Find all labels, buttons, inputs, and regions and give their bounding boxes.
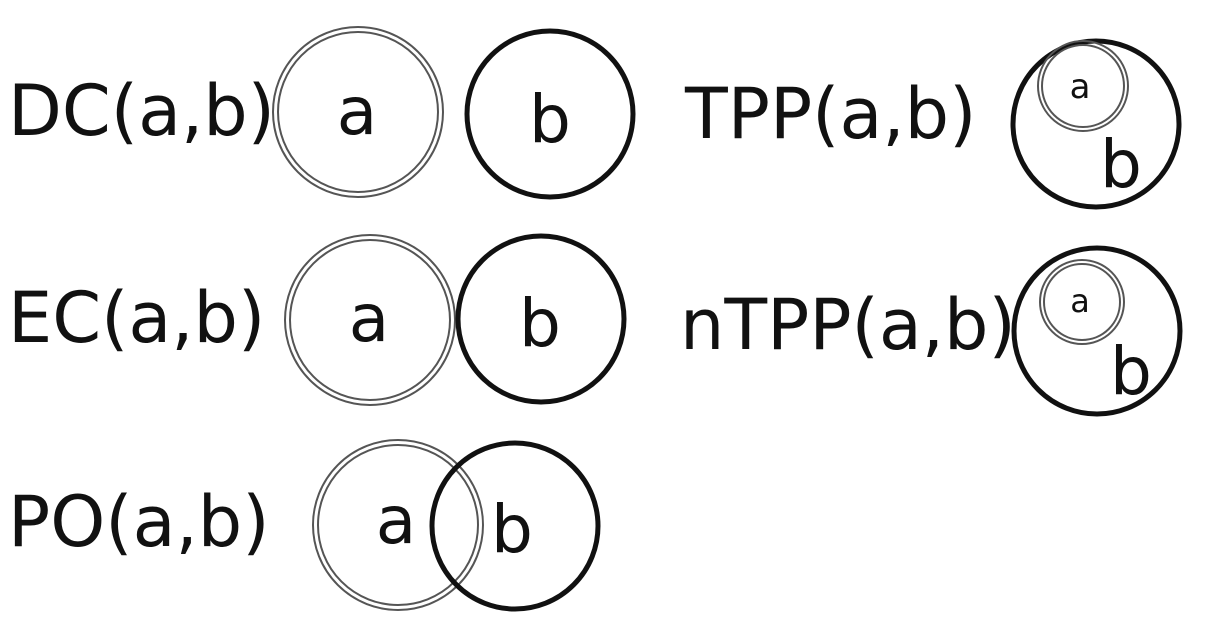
- region-a-label: a: [1070, 282, 1090, 320]
- region-a-circle: [272, 26, 444, 198]
- region-b-label: b: [1110, 333, 1152, 410]
- relation-ntpp: nTPP(a,b) a b: [680, 245, 1183, 417]
- region-a-label: a: [337, 73, 377, 150]
- region-b-circle: [464, 28, 636, 200]
- region-b-circle: [429, 440, 601, 612]
- region-a-circle: [1039, 259, 1125, 345]
- region-a-label: a: [376, 482, 416, 559]
- region-b-label: b: [491, 491, 533, 568]
- region-a-circle: [1037, 40, 1129, 132]
- region-b-label: b: [529, 81, 571, 158]
- region-a-label: a: [349, 280, 389, 357]
- region-a-circle: [312, 439, 484, 611]
- relation-ec: EC(a,b) a b: [8, 233, 627, 406]
- relation-dc: DC(a,b) a b: [8, 26, 636, 200]
- region-b-circle: [455, 233, 627, 405]
- relation-ntpp-label: nTPP(a,b): [680, 284, 1016, 366]
- relation-dc-label: DC(a,b): [8, 70, 275, 152]
- relation-ec-label: EC(a,b): [8, 277, 265, 359]
- relation-po-label: PO(a,b): [8, 481, 270, 563]
- region-b-label: b: [519, 285, 561, 362]
- relation-po: PO(a,b) a b: [8, 439, 601, 612]
- region-b-circle: [1010, 38, 1182, 210]
- region-a-label: a: [1070, 67, 1091, 107]
- region-b-circle: [1011, 245, 1183, 417]
- relation-tpp: TPP(a,b) a b: [684, 38, 1182, 210]
- region-a-circle: [284, 234, 456, 406]
- relation-tpp-label: TPP(a,b): [684, 73, 976, 155]
- region-b-label: b: [1100, 126, 1142, 203]
